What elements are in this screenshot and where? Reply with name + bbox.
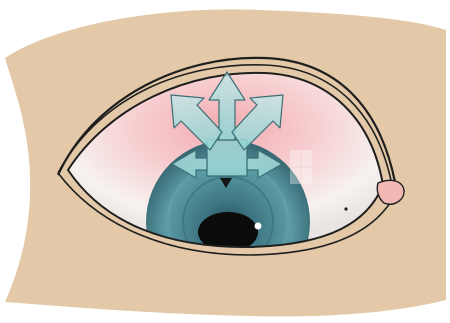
eye-highlight	[255, 223, 262, 230]
caruncle	[377, 180, 404, 204]
